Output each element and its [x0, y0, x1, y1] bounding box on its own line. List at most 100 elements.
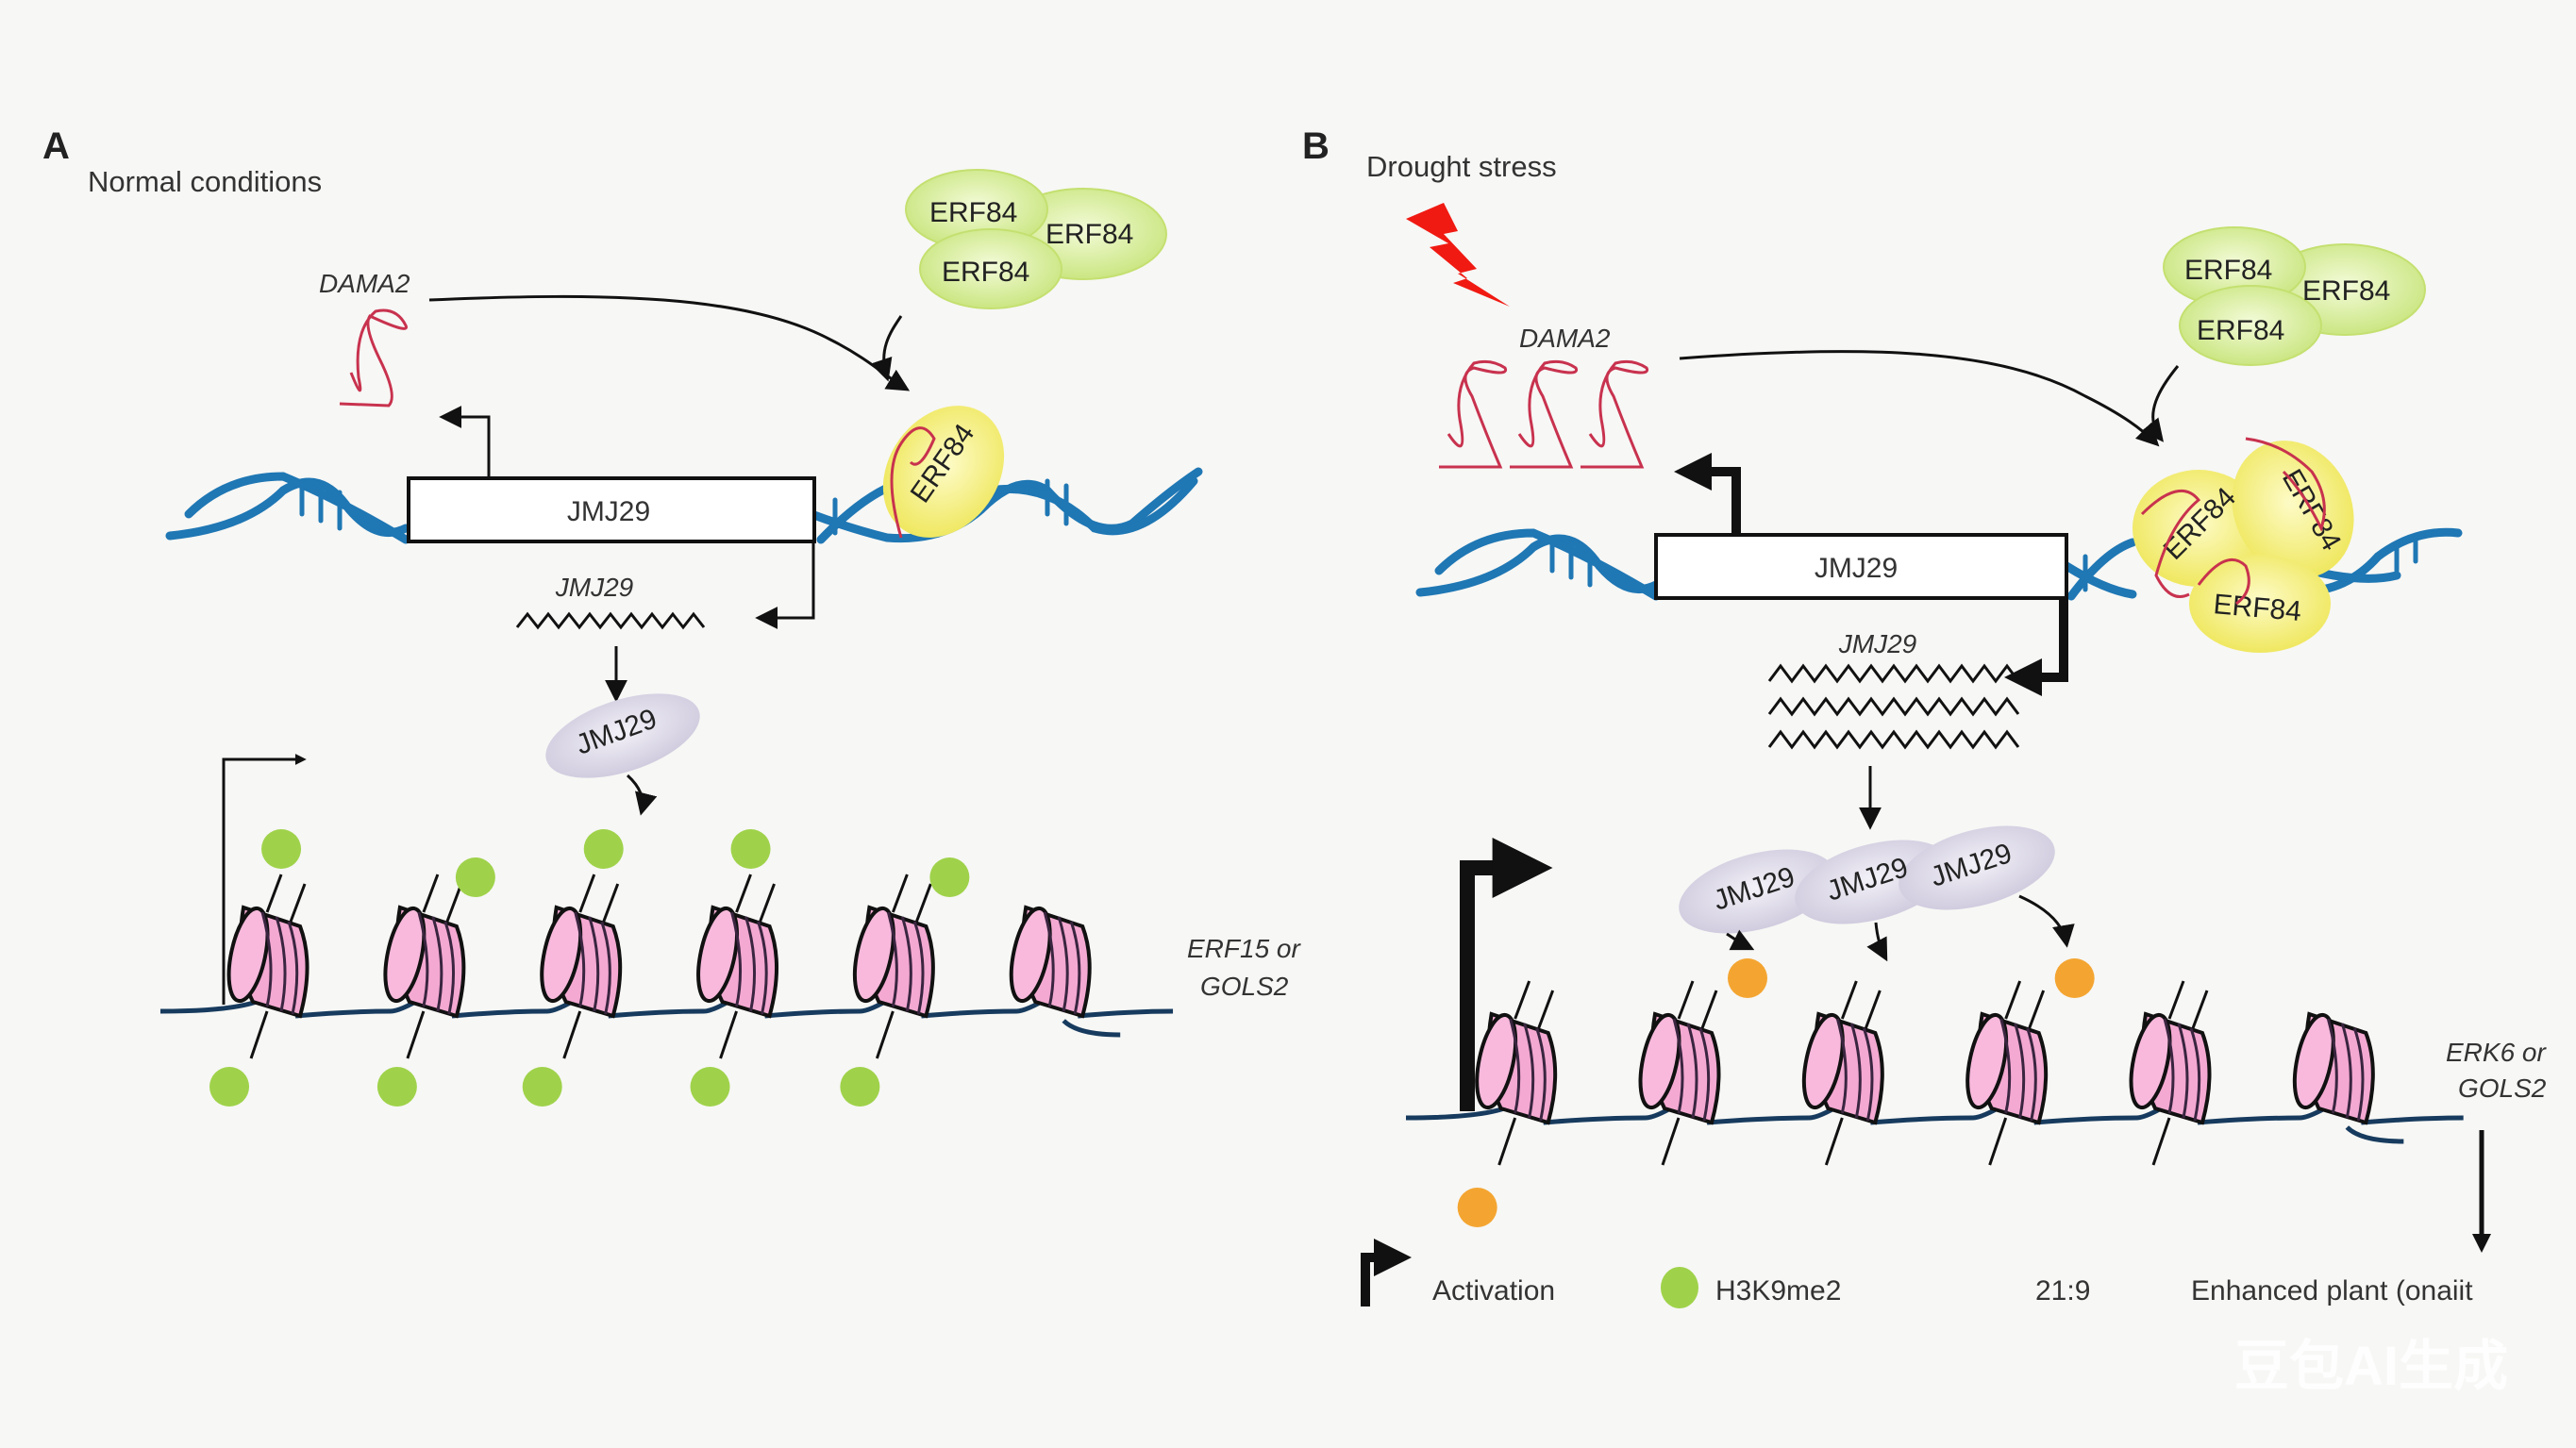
jmj29-transcription-arrow-b — [2004, 598, 2068, 696]
complex-to-dna-arrow-b — [2140, 365, 2180, 442]
chromatin-fiber — [159, 994, 1174, 1019]
complex-to-dna-arrow — [870, 315, 903, 382]
histone-mark — [1728, 958, 1767, 998]
histone-mark — [261, 829, 302, 869]
target-gene-b-line1: ERK6 or — [2446, 1038, 2547, 1067]
histone-tail — [1661, 1117, 1681, 1166]
h3k9me2-legend-icon — [1661, 1267, 1698, 1308]
nucleosome — [2121, 1009, 2212, 1124]
panel-letter-b: B — [1302, 125, 1330, 167]
histone-tail — [2004, 980, 2022, 1020]
panel-letter-a: A — [42, 125, 70, 167]
erf84-label: ERF84 — [2302, 275, 2390, 307]
histone-tail — [1537, 990, 1555, 1029]
histone-tail — [578, 874, 596, 913]
histone-tail — [1677, 980, 1695, 1020]
histone-tail — [759, 883, 776, 923]
histone-tail — [735, 874, 752, 913]
legend: Activation H3K9me2 21:9 Enhanced plant (… — [1361, 1239, 2473, 1308]
lightning-bolt-icon — [1406, 203, 1510, 307]
histone-tail — [602, 883, 620, 923]
dama2-label-b: DAMA2 — [1519, 324, 1611, 353]
histone-tail — [562, 1010, 582, 1059]
nucleosome — [1958, 1009, 2049, 1124]
histone-tail — [1988, 1117, 2008, 1166]
target-gene-b-line2: GOLS2 — [2458, 1074, 2547, 1103]
histone-tail — [914, 883, 932, 923]
nucleosome — [1467, 1009, 1558, 1124]
chromatin-b — [1405, 958, 2464, 1227]
activation-arrow-a — [222, 754, 307, 1005]
jmj29-transcription-arrow-a — [755, 541, 815, 629]
erf84-bound-trimer-b: ERF84 ERF84 ERF84 — [2133, 437, 2354, 653]
nucleosome — [220, 903, 309, 1018]
legend-outcome: Enhanced plant (onaiit — [2191, 1275, 2473, 1307]
target-gene-a-line1: ERF15 or — [1187, 934, 1301, 963]
dama2-transcription-arrow — [439, 406, 491, 478]
erf84-bound-label: ERF84 — [2212, 589, 2302, 627]
nucleosome — [2285, 1009, 2375, 1124]
erf84-complex-b: ERF84 ERF84 ERF84 — [2163, 226, 2426, 366]
target-gene-a-line2: GOLS2 — [1200, 972, 1289, 1001]
gene-box-jmj29-b — [1654, 533, 2068, 600]
gene-box-label-b: JMJ29 — [1815, 553, 1898, 584]
chromatin-fiber-end — [2345, 1125, 2404, 1144]
histone-mark — [2054, 958, 2095, 998]
histone-mark — [209, 1067, 250, 1107]
dama2-label-a: DAMA2 — [319, 269, 410, 298]
dama2-mrna-icons-b — [1439, 359, 1649, 469]
histone-tail — [1514, 980, 1531, 1020]
jmj29-transcript-a — [515, 611, 706, 630]
panel-a: A Normal conditions DAMA2 ERF84 ERF84 ER… — [42, 125, 1301, 1107]
histone-tail — [406, 1010, 426, 1059]
histone-mark — [840, 1067, 880, 1107]
histone-mark — [1457, 1188, 1497, 1227]
histone-tail — [1840, 980, 1858, 1020]
histone-tail — [422, 874, 440, 913]
erf84-label: ERF84 — [929, 197, 1017, 228]
histone-mark — [376, 1067, 417, 1107]
gene-box-jmj29-a — [407, 476, 816, 543]
histone-tail — [289, 883, 307, 923]
erf84-label: ERF84 — [1045, 219, 1133, 250]
histone-tail — [249, 1010, 269, 1059]
histone-tail — [875, 1010, 895, 1059]
chromatin-fiber-end — [1062, 1019, 1121, 1038]
histone-tail — [2191, 990, 2209, 1029]
dama2-to-erf84-arrow — [428, 294, 911, 391]
histone-mark — [929, 857, 970, 897]
erf84-label: ERF84 — [942, 257, 1029, 288]
nucleosome — [532, 903, 623, 1018]
histone-tail — [891, 874, 909, 913]
demethylation-arrows-b — [1726, 894, 2075, 962]
nucleosome — [689, 903, 779, 1018]
histone-tail — [719, 1010, 738, 1059]
histone-mark — [583, 829, 624, 869]
histone-mark — [455, 857, 495, 897]
erf84-bound-a: ERF84 — [882, 406, 1005, 539]
legend-h3k9me2: H3K9me2 — [1715, 1275, 1841, 1307]
nucleosome — [1795, 1009, 1884, 1124]
histone-tail — [2167, 980, 2185, 1020]
nucleosome — [1631, 1009, 1721, 1124]
legend-ratio: 21:9 — [2035, 1275, 2090, 1307]
nucleosome — [376, 903, 466, 1018]
chromatin-a — [159, 829, 1174, 1107]
dama2-transcription-arrow-b — [1674, 453, 1741, 535]
transcript-label-a: JMJ29 — [555, 573, 633, 602]
histone-mark — [690, 1067, 730, 1107]
histone-tail — [2028, 990, 2046, 1029]
dama2-mrna-icon — [339, 308, 408, 408]
jmj29-enzyme-a: JMJ29 — [545, 693, 700, 778]
erf84-complex-a: ERF84 ERF84 ERF84 — [905, 169, 1167, 309]
histone-tail — [265, 874, 283, 913]
transcript-label-b: JMJ29 — [1838, 629, 1916, 658]
histone-tail — [1497, 1117, 1517, 1166]
gene-box-label-a: JMJ29 — [567, 496, 650, 527]
condition-label-a: Normal conditions — [88, 165, 322, 198]
histone-tail — [445, 883, 463, 923]
histone-tail — [1824, 1117, 1844, 1166]
histone-mark — [730, 829, 771, 869]
activation-legend-icon — [1361, 1239, 1412, 1307]
